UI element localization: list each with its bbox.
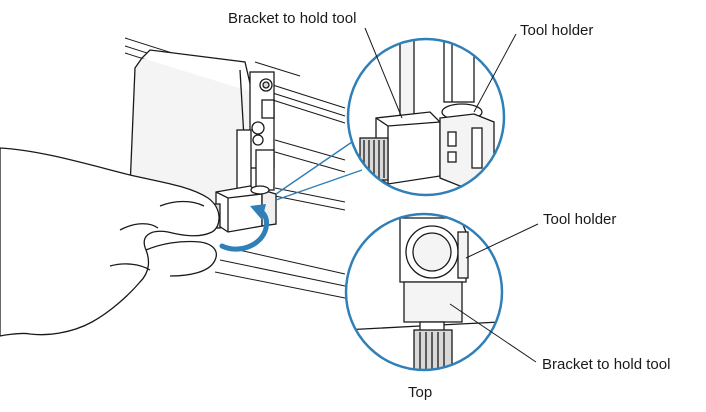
callout-lines <box>275 141 363 201</box>
label-bracket-to-hold-tool-bottom: Bracket to hold tool <box>542 356 671 373</box>
detail-circle-side <box>346 37 506 197</box>
label-tool-holder-bottom: Tool holder <box>543 211 617 228</box>
carriage-body <box>129 49 275 207</box>
label-tool-holder-top: Tool holder <box>520 22 594 39</box>
detail-circle-top <box>344 212 504 372</box>
hand <box>0 147 220 337</box>
leader-lines <box>364 27 539 363</box>
label-bracket-to-hold-tool-top: Bracket to hold tool <box>228 10 357 27</box>
rotate-arrow <box>219 204 269 252</box>
caption-top-view: Top <box>408 384 433 401</box>
